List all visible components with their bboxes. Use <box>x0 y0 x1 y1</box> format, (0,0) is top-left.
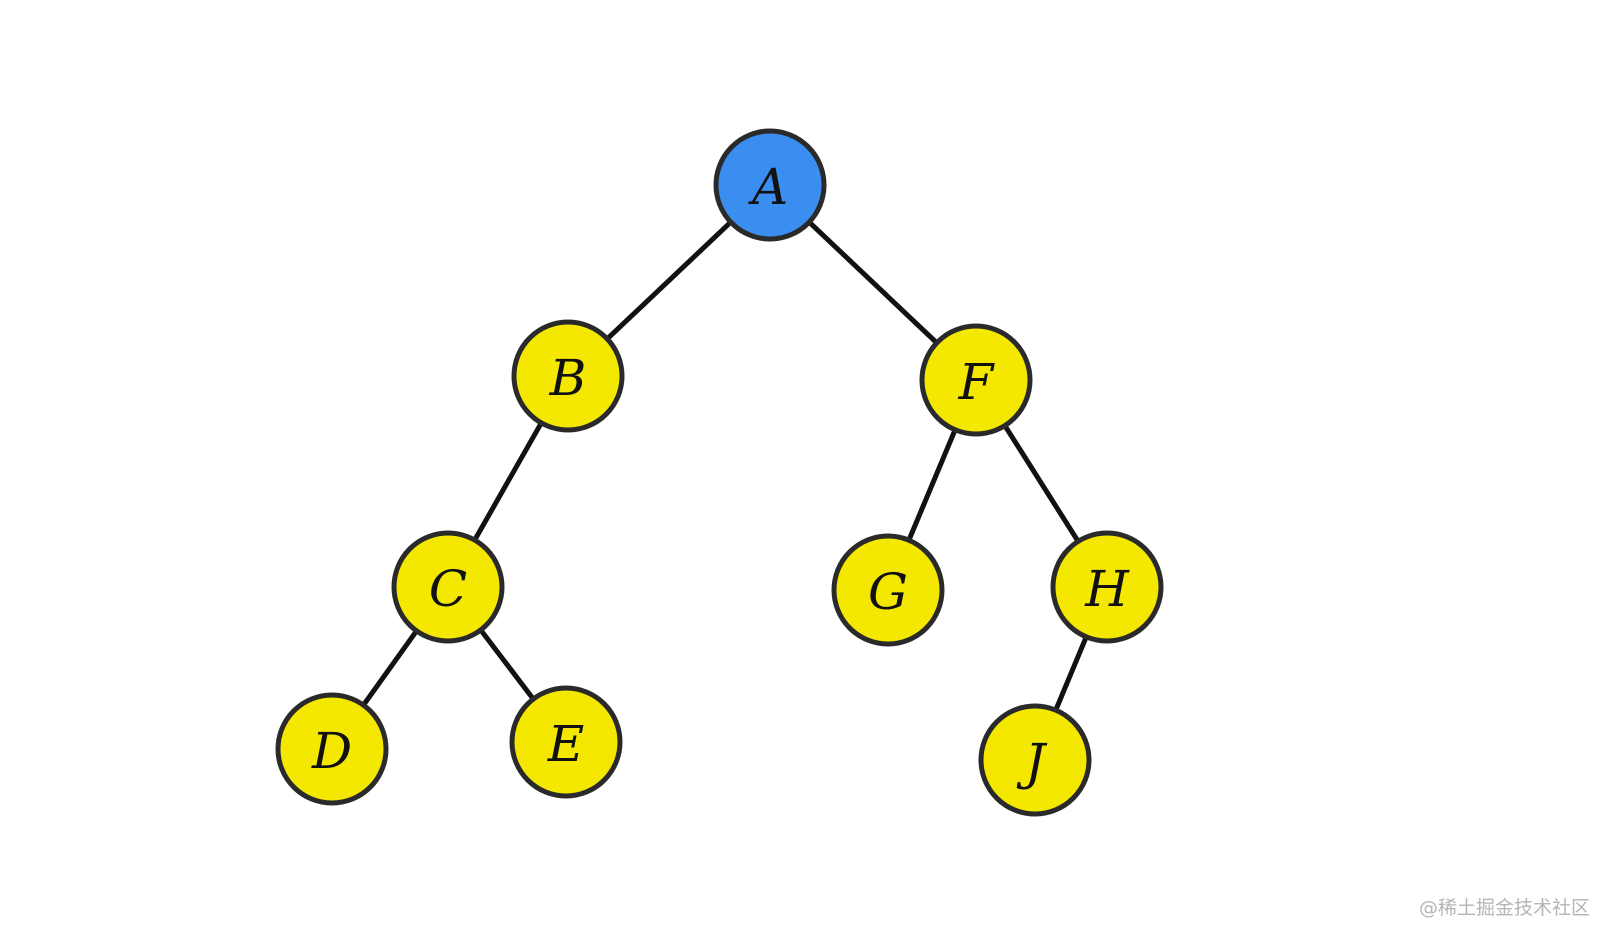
node-circle-f <box>919 323 1033 437</box>
node-label-f: F <box>958 353 996 411</box>
node-label-e: E <box>547 715 585 773</box>
node-b: B <box>511 319 625 433</box>
node-j: J <box>978 703 1092 817</box>
node-e: E <box>509 685 623 799</box>
nodes-layer: A B F C G H D E J <box>275 128 1164 817</box>
node-circle-c <box>391 530 505 644</box>
node-a: A <box>713 128 827 242</box>
node-circle-g <box>831 533 945 647</box>
watermark: @稀土掘金技术社区 <box>1418 897 1590 919</box>
node-label-a: A <box>748 158 788 216</box>
node-d: D <box>275 692 389 806</box>
node-circle-b <box>511 319 625 433</box>
node-label-d: D <box>311 722 352 780</box>
edges-layer <box>329 182 1110 763</box>
node-label-g: G <box>868 563 908 621</box>
node-f: F <box>919 323 1033 437</box>
node-circle-a <box>713 128 827 242</box>
node-label-b: B <box>549 349 587 407</box>
node-label-c: C <box>429 560 467 618</box>
node-circle-j <box>978 703 1092 817</box>
node-h: H <box>1050 530 1164 644</box>
node-circle-d <box>275 692 389 806</box>
node-c: C <box>391 530 505 644</box>
node-label-h: H <box>1084 560 1130 618</box>
node-circle-h <box>1050 530 1164 644</box>
node-g: G <box>831 533 945 647</box>
node-circle-e <box>509 685 623 799</box>
